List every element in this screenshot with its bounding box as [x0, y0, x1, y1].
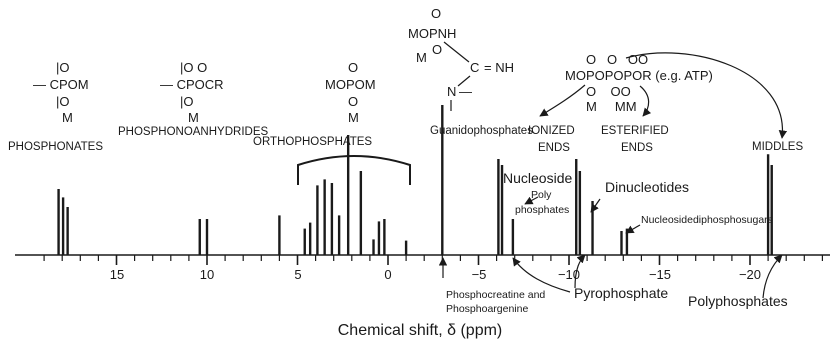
polyphosphates-small-label-2: phosphates: [515, 204, 569, 216]
guanido-mopnh: MOPNH: [408, 26, 456, 41]
tick-label-15: 15: [110, 267, 124, 282]
atp-line-4: M MM: [586, 99, 637, 114]
tick-label-m10: −10: [558, 267, 580, 282]
tick-label-m20: −20: [739, 267, 761, 282]
tick-label-0: 0: [384, 267, 391, 282]
orthophosphate-line-2: MOPOM: [325, 77, 376, 92]
axis-ticks: [115, 255, 751, 265]
phosphonoanhydride-structure: |O O — CPOCR |O M: [160, 60, 224, 125]
middles-arrow: [625, 52, 788, 139]
pyrophosphate-arrow-2: [574, 254, 586, 289]
guanido-c: C: [470, 60, 479, 75]
atp-line-1: O O OO: [586, 52, 648, 67]
orthophosphates-label: ORTHOPHOSPHATES: [253, 136, 372, 148]
guanido-m: M: [416, 50, 427, 65]
phosphonate-line-4: M: [62, 110, 73, 125]
tick-label-5: 5: [294, 267, 301, 282]
phosphonoanhydride-line-4: M: [188, 110, 199, 125]
atp-line-3: O OO: [586, 84, 631, 99]
esterified-ends-label-2: ENDS: [621, 142, 653, 154]
nucleosidediphosphosugars-label: Nucleosidediphosphosugars: [641, 214, 773, 226]
orthophosphate-bracket: [297, 155, 411, 185]
ionized-ends-label-2: ENDS: [538, 142, 570, 154]
guanido-n: N: [447, 84, 456, 99]
guanido-o-lower: O: [432, 42, 442, 57]
orthophosphate-line-4: M: [348, 110, 359, 125]
tick-label-10: 10: [200, 267, 214, 282]
nucleosidediphosphosugars-arrow: [625, 224, 641, 234]
orthophosphate-structure: O MOPOM O M: [325, 60, 376, 125]
phosphocreatine-label-1: Phosphocreatine and: [446, 289, 545, 301]
orthophosphate-line-3: O: [348, 94, 358, 109]
polyphosphates-small-label-1: Poly: [531, 189, 552, 201]
guanido-o-top: O: [431, 6, 441, 21]
phosphonoanhydride-line-3: |O: [180, 94, 194, 109]
ionized-ends-label-1: IONIZED: [528, 125, 575, 137]
nucleoside-label: Nucleoside: [503, 170, 572, 186]
orthophosphate-line-1: O: [348, 60, 358, 75]
phosphonate-line-3: |O: [56, 94, 70, 109]
guanido-eq-nh: = NH: [484, 60, 514, 75]
guanidophosphate-structure: O MOPNH M O C = NH N —: [408, 6, 514, 111]
guanidophosphates-label: Guanidophosphates: [430, 125, 533, 137]
middles-label: MIDDLES: [752, 141, 803, 153]
polyphosphates-label: Polyphosphates: [688, 293, 788, 309]
phosphonoanhydride-line-1: |O O: [180, 60, 207, 75]
pyrophosphate-arrow: [512, 257, 571, 293]
esterified-ends-label-1: ESTERIFIED: [601, 125, 669, 137]
atp-line-2: MOPOPOPOR (e.g. ATP): [565, 68, 713, 83]
phosphonate-structure: |O — CPOM |O M: [33, 60, 89, 125]
phosphonate-line-2: — CPOM: [33, 77, 89, 92]
tick-label-m5: −5: [472, 267, 487, 282]
pyrophosphate-label: Pyrophosphate: [574, 285, 668, 301]
annotation-arrows: [438, 52, 788, 299]
nucleoside-arrow: [524, 196, 539, 205]
axis-minor-ticks: [43, 255, 824, 261]
dinucleotides-label: Dinucleotides: [605, 179, 689, 195]
phosphonate-line-1: |O: [56, 60, 70, 75]
phosphonoanhydrides-label: PHOSPHONOANHYDRIDES: [118, 126, 268, 138]
guanido-dash: —: [459, 84, 472, 99]
polyphosphates-arrow: [762, 254, 783, 299]
phosphonoanhydride-line-2: — CPOCR: [160, 77, 224, 92]
esterified-ends-arrow: [639, 85, 652, 117]
x-axis-label: Chemical shift, δ (ppm): [338, 322, 503, 339]
tick-label-m15: −15: [649, 267, 671, 282]
ionized-ends-arrow: [539, 84, 586, 117]
atp-structure: O O OO MOPOPOPOR (e.g. ATP) O OO M MM: [565, 52, 713, 114]
phosphonates-label: PHOSPHONATES: [8, 141, 103, 153]
phosphocreatine-label-2: Phosphoargenine: [446, 303, 528, 315]
spectrum-peaks: [57, 105, 773, 255]
